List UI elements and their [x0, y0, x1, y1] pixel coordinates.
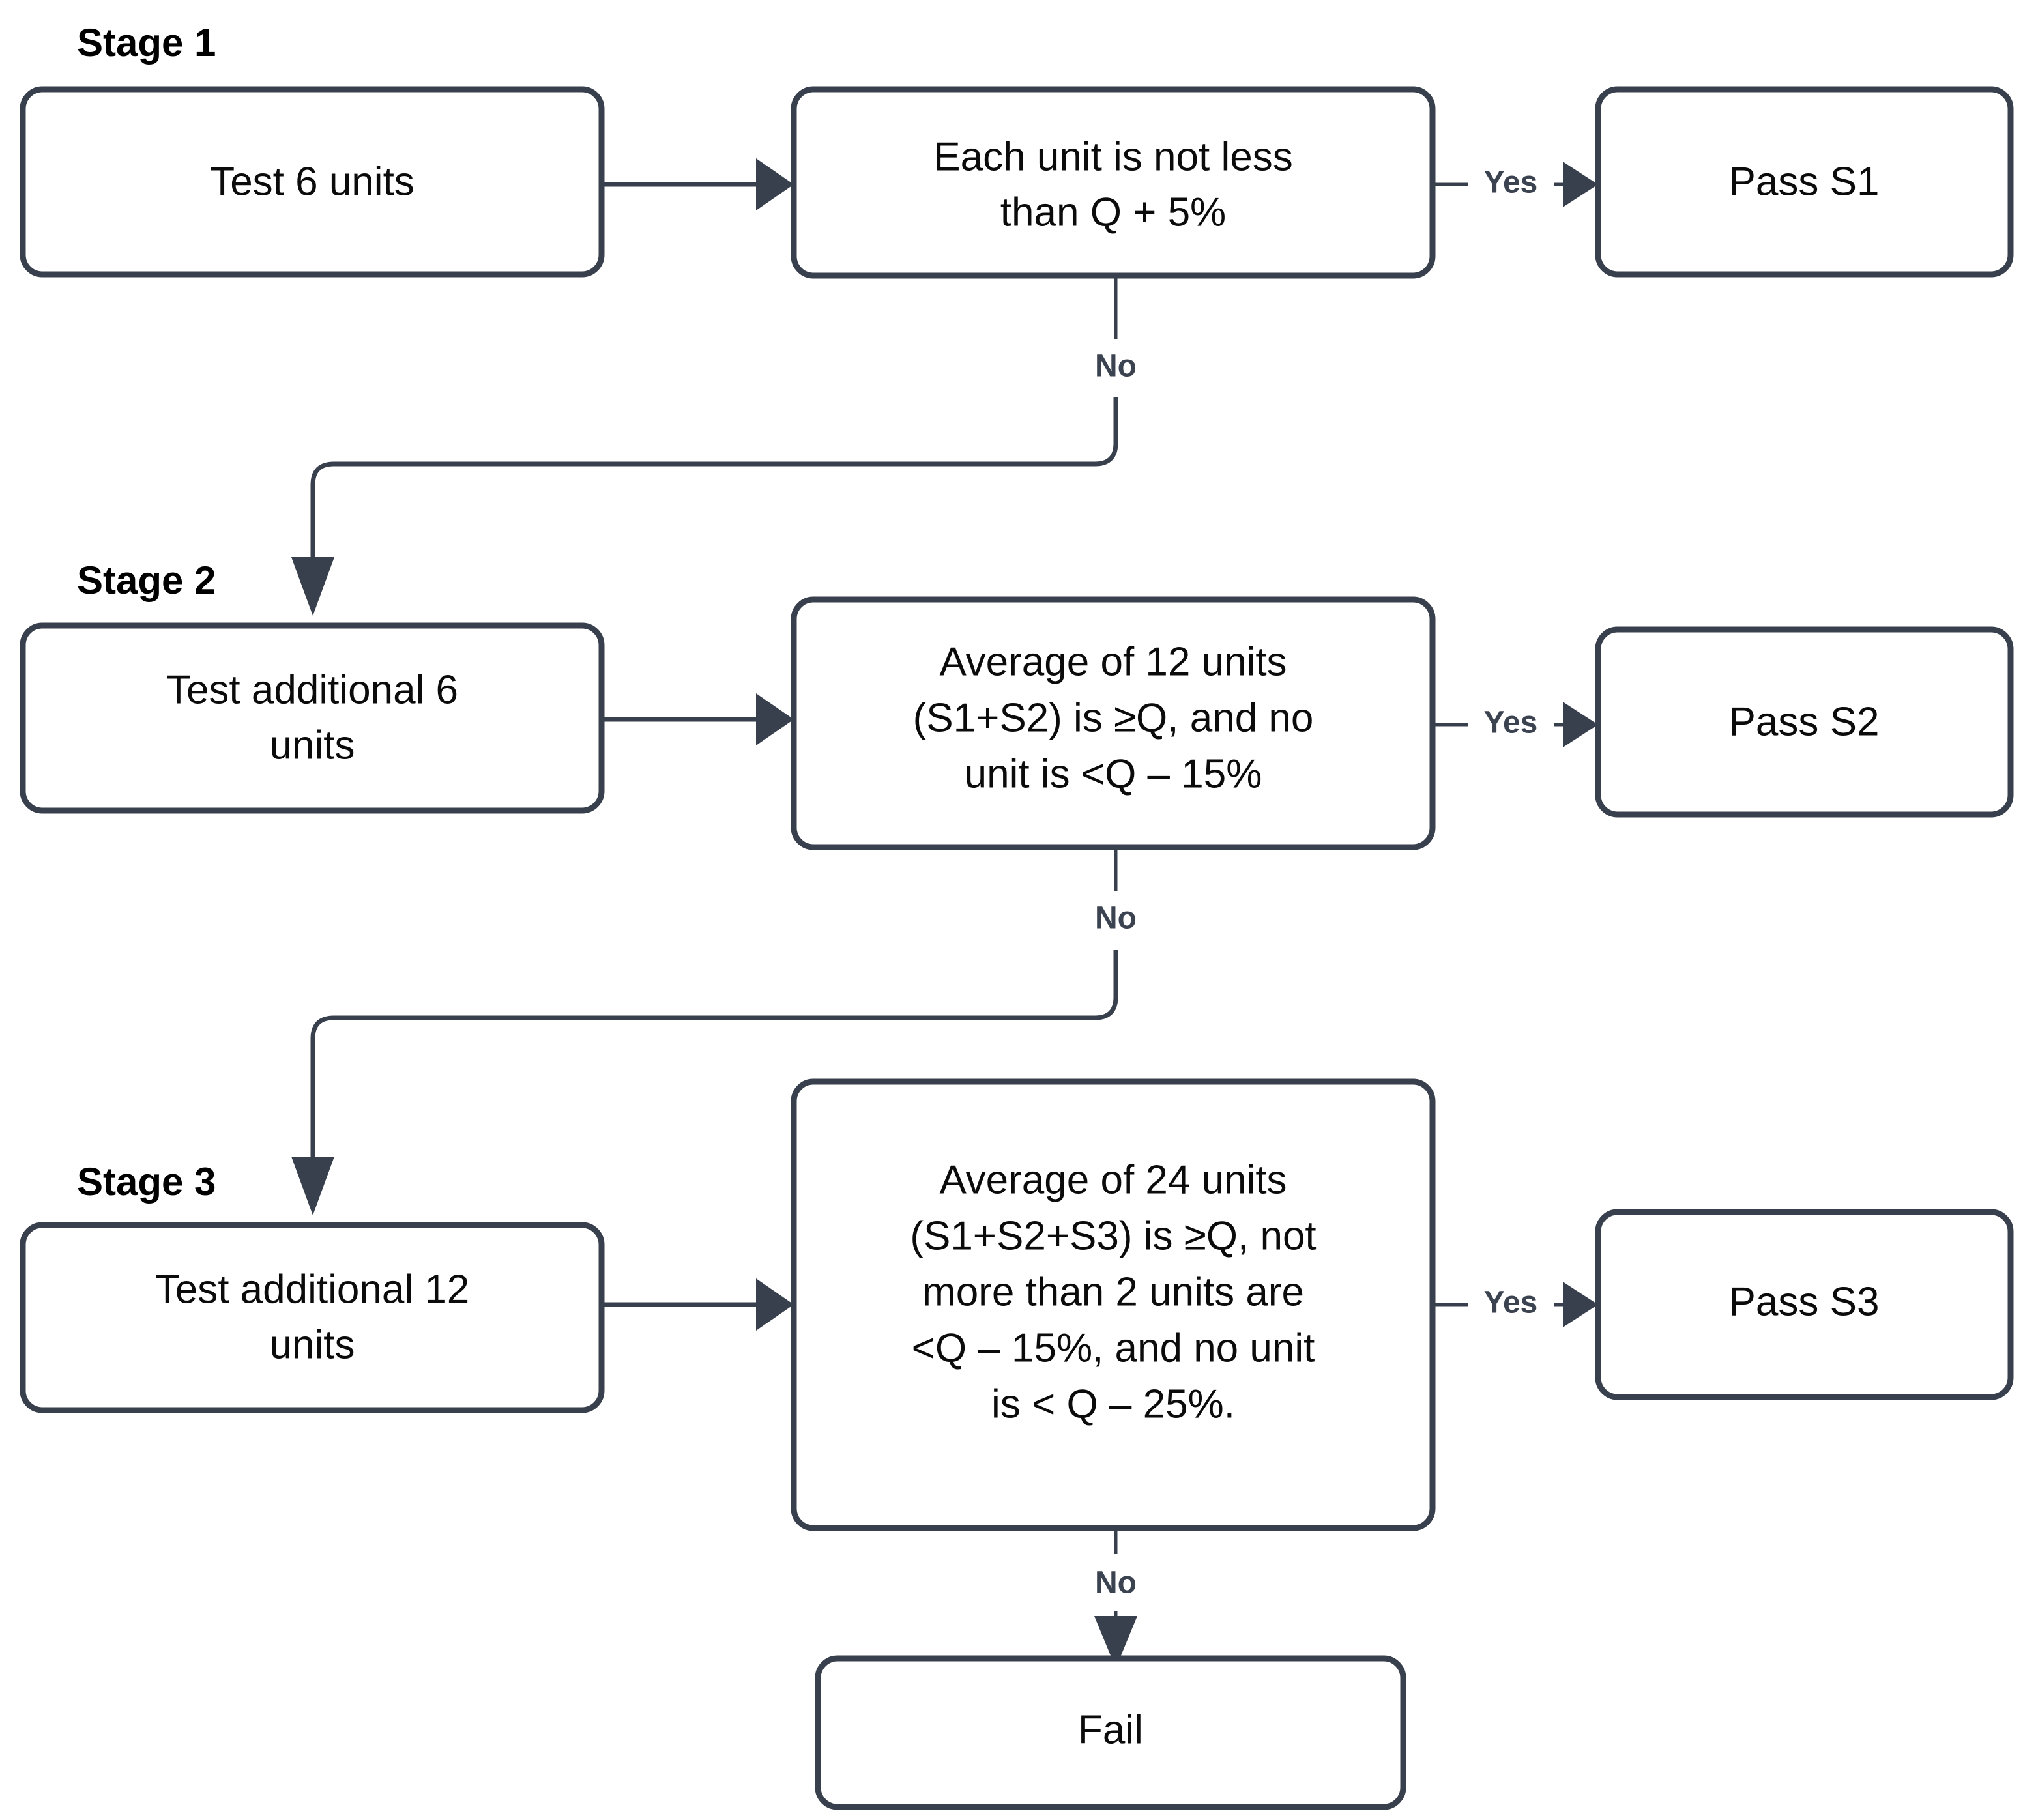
stage-label-2: Stage 2 [77, 558, 216, 602]
edge-label-s3-yes: Yes [1484, 1286, 1538, 1320]
node-pass-s1[interactable] [1595, 86, 2014, 278]
node-test-s1[interactable] [20, 86, 605, 278]
arrowhead-pass-s1-in [1563, 162, 1598, 207]
node-pass-s2-label: Pass S2 [1729, 699, 1880, 744]
node-pass-s3[interactable] [1595, 1209, 2014, 1400]
node-decision-s1-line1: Each unit is not less [933, 134, 1292, 179]
node-decision-s3-line5: is < Q – 25%. [991, 1381, 1235, 1426]
node-decision-s3-line4: <Q – 15%, and no unit [912, 1325, 1315, 1370]
node-test-s3-line1: Test additional 12 [155, 1267, 470, 1312]
stage-label-1: Stage 1 [77, 21, 216, 65]
node-pass-s2[interactable] [1595, 626, 2014, 818]
edge-label-s3-no: No [1095, 1566, 1137, 1600]
arrowhead-pass-s3-in [1563, 1282, 1598, 1327]
arrowhead-decision-s1-in [756, 158, 794, 210]
node-test-s3[interactable] [20, 1222, 605, 1413]
node-test-s1-label: Test 6 units [210, 159, 415, 204]
arrowhead-test-s2-in [291, 557, 334, 616]
edge-decision-s2-no-seg2 [310, 950, 1118, 1157]
edge-label-s1-yes: Yes [1484, 166, 1538, 200]
node-decision-s3-line2: (S1+S2+S3) is ≥Q, not [910, 1213, 1316, 1258]
node-test-s2-line2: units [270, 723, 355, 768]
edge-label-s2-yes: Yes [1484, 706, 1538, 740]
edge-label-s2-no: No [1095, 901, 1137, 936]
arrowhead-test-s3-in [291, 1157, 334, 1215]
arrowhead-fail-in [1094, 1616, 1137, 1668]
arrowhead-decision-s3-in [756, 1278, 794, 1331]
node-pass-s1-label: Pass S1 [1729, 159, 1880, 204]
node-decision-s2-line2: (S1+S2) is ≥Q, and no [913, 695, 1314, 740]
node-test-s3-line2: units [270, 1322, 355, 1367]
node-decision-s3-line1: Average of 24 units [939, 1157, 1287, 1202]
edge-label-s1-no: No [1095, 349, 1137, 384]
node-test-s2[interactable] [20, 622, 605, 814]
node-decision-s2-line1: Average of 12 units [939, 639, 1287, 684]
node-fail-label: Fail [1078, 1707, 1143, 1752]
edge-decision-s1-no-seg2 [310, 397, 1118, 557]
node-fail[interactable] [815, 1655, 1406, 1810]
node-decision-s2-line3: unit is <Q – 15% [965, 751, 1262, 796]
node-test-s2-line1: Test additional 6 [166, 667, 458, 712]
node-decision-s1[interactable] [791, 86, 1436, 279]
node-decision-s1-line2: than Q + 5% [1000, 190, 1226, 235]
node-decision-s3-line3: more than 2 units are [922, 1269, 1304, 1314]
node-pass-s3-label: Pass S3 [1729, 1279, 1880, 1324]
stage-label-3: Stage 3 [77, 1160, 216, 1204]
arrowhead-decision-s2-in [756, 693, 794, 745]
arrowhead-pass-s2-in [1563, 702, 1598, 747]
